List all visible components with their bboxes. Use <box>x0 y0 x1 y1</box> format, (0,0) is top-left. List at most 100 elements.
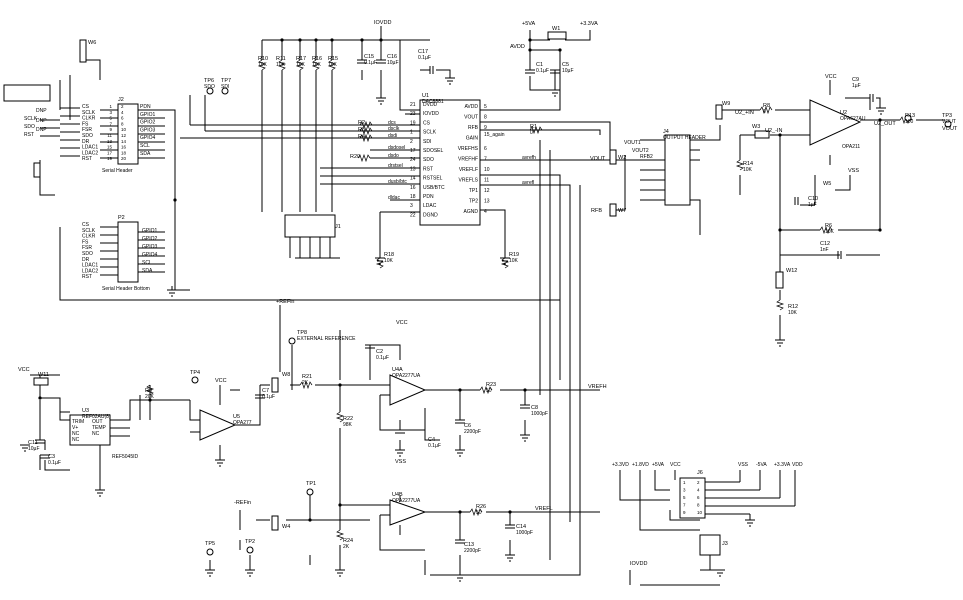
j8-pin-2: 3 <box>683 488 686 493</box>
capacitors <box>35 59 874 544</box>
net-u2-minus-in: U2_-IN <box>765 128 782 134</box>
ref-r21: R21 <box>302 374 312 380</box>
value-u2: OPA627AU <box>840 116 866 122</box>
junction-dots <box>38 38 882 522</box>
p2-left-4: FSR <box>82 245 92 251</box>
value-u5: OPA277 <box>233 420 252 426</box>
value-u1: DAC8881 <box>422 99 444 105</box>
ref-u4a: U4A <box>392 367 403 373</box>
ref-tp6: TP6 <box>204 78 214 84</box>
j8-pin-0: 1 <box>683 480 686 485</box>
value-r26: 50 <box>476 510 482 516</box>
u1-pin-name-left-12: DGND <box>423 212 438 218</box>
net-j6-supply-0: +3.3VD <box>612 462 629 468</box>
ref-c9: C9 <box>852 77 859 83</box>
j2-side-2: RST <box>24 132 34 138</box>
ref-c10: C10 <box>808 196 818 202</box>
ref-tp4: TP4 <box>190 370 200 376</box>
u1-pin-num-left-1: 23 <box>410 111 416 117</box>
u3-pin-1: V+ <box>72 425 78 431</box>
u1-pin-num-right-0: 5 <box>484 104 487 110</box>
p2-left-8: LDAC2 <box>82 268 98 274</box>
ref-c16: C16 <box>387 54 397 60</box>
j2-pinr-0: 2 <box>121 104 124 109</box>
ref-r13: R13 <box>905 113 915 119</box>
u1-pin-name-left-7: RST <box>423 166 433 172</box>
j2-right-0: PDN <box>140 104 151 110</box>
net-j6-supply-5: -5VA <box>756 462 767 468</box>
ref-r1: R1 <box>530 124 537 130</box>
ref-c8: C8 <box>531 405 538 411</box>
value-r21: 2K <box>302 380 309 386</box>
u1-pin-name-left-6: SDO <box>423 157 434 163</box>
value-c3: 0.1µF <box>48 460 61 466</box>
net-j6-supply-4: VSS <box>738 462 749 468</box>
u1-pin-num-right-8: 12 <box>484 188 490 194</box>
u1-pin-name-right-3: GAIN <box>466 136 479 142</box>
ref-r16: R16 <box>312 56 322 62</box>
ref-r6: R6 <box>825 223 832 229</box>
value-c16: 10µF <box>387 60 399 66</box>
j2-left-1: SCLK <box>82 110 96 116</box>
u1-pin-num-right-5: 7 <box>484 157 487 163</box>
ref-c13: C13 <box>464 542 474 548</box>
value-c8: 1000pF <box>531 411 548 417</box>
ref-j2: J2 <box>118 97 124 103</box>
u1-pin-name-right-9: TP2 <box>469 199 478 205</box>
u1-signal-0: dcs <box>388 120 396 126</box>
net-iovdd-top: IOVDD <box>374 20 391 26</box>
ref-r4: R4 <box>358 134 365 140</box>
net-j6-supply-3: VCC <box>670 462 681 468</box>
value-c7: 0.1µF <box>262 394 275 400</box>
u1-pin-num-right-9: 13 <box>484 199 490 205</box>
ref-w4: W4 <box>282 524 290 530</box>
ref-w7: W7 <box>618 208 626 214</box>
ref-c14: C14 <box>516 524 526 530</box>
u1-pin-name-right-0: AVDD <box>464 104 478 110</box>
value-r22: 98K <box>343 422 353 428</box>
u3-pin-4: OUT <box>92 419 103 425</box>
ref-r26: R26 <box>476 504 486 510</box>
u1-pin-num-left-10: 18 <box>410 194 416 200</box>
j2-pinr-2: 6 <box>121 116 124 121</box>
j2-pinl-7: 15 <box>107 145 113 150</box>
net-plus5va: +5VA <box>522 21 536 27</box>
j8-pin-7: 8 <box>697 503 700 508</box>
u1-signal-5: drstsel <box>388 163 403 169</box>
u1-pin-name-left-2: CS <box>423 120 431 126</box>
j8-pin-4: 5 <box>683 495 686 500</box>
u1-pin-name-right-1: VOUT <box>464 115 478 121</box>
ref-tp5: TP5 <box>205 541 215 547</box>
value-c15: 0.1µF <box>364 60 377 66</box>
ref-c3: C3 <box>48 454 55 460</box>
net-vcc-u2: VCC <box>825 74 837 80</box>
p2-left-7: LDAC1 <box>82 263 98 269</box>
j2-pinr-9: 20 <box>121 156 127 161</box>
value-tp7: SDI <box>221 84 229 90</box>
ref-c15: C15 <box>364 54 374 60</box>
net-dnp-2: DNP <box>36 118 47 124</box>
j2-pinl-9: 19 <box>107 156 113 161</box>
j2-pinr-4: 10 <box>121 127 127 132</box>
net-plus3v3a: +3.3VA <box>580 21 598 27</box>
j8-pin-9: 10 <box>697 510 703 515</box>
p2-right-1: GPIO2 <box>142 236 158 242</box>
ref-c1: C1 <box>536 62 543 68</box>
ref-w9: W9 <box>722 101 730 107</box>
ref-j4: J4 <box>663 129 669 135</box>
j2-left-2: CLKR <box>82 116 96 122</box>
u1-pin-name-right-10: AGND <box>464 209 479 215</box>
value-tp3: VOUT <box>942 119 956 125</box>
ref-p2: P2 <box>118 215 125 221</box>
j2-left-4: FSR <box>82 127 92 133</box>
resistors <box>145 59 913 541</box>
value-r6: 10K <box>825 229 835 235</box>
u1-signal-1: dsclk <box>388 126 400 132</box>
value-u2b: OPA211 <box>842 144 860 150</box>
ref-w6: W6 <box>88 40 96 46</box>
u1-pin-name-left-9: USB/BTC <box>423 185 445 191</box>
u1-pin-num-left-11: 3 <box>410 203 413 209</box>
note-box <box>3 84 51 102</box>
j2-pinr-8: 18 <box>121 150 127 155</box>
